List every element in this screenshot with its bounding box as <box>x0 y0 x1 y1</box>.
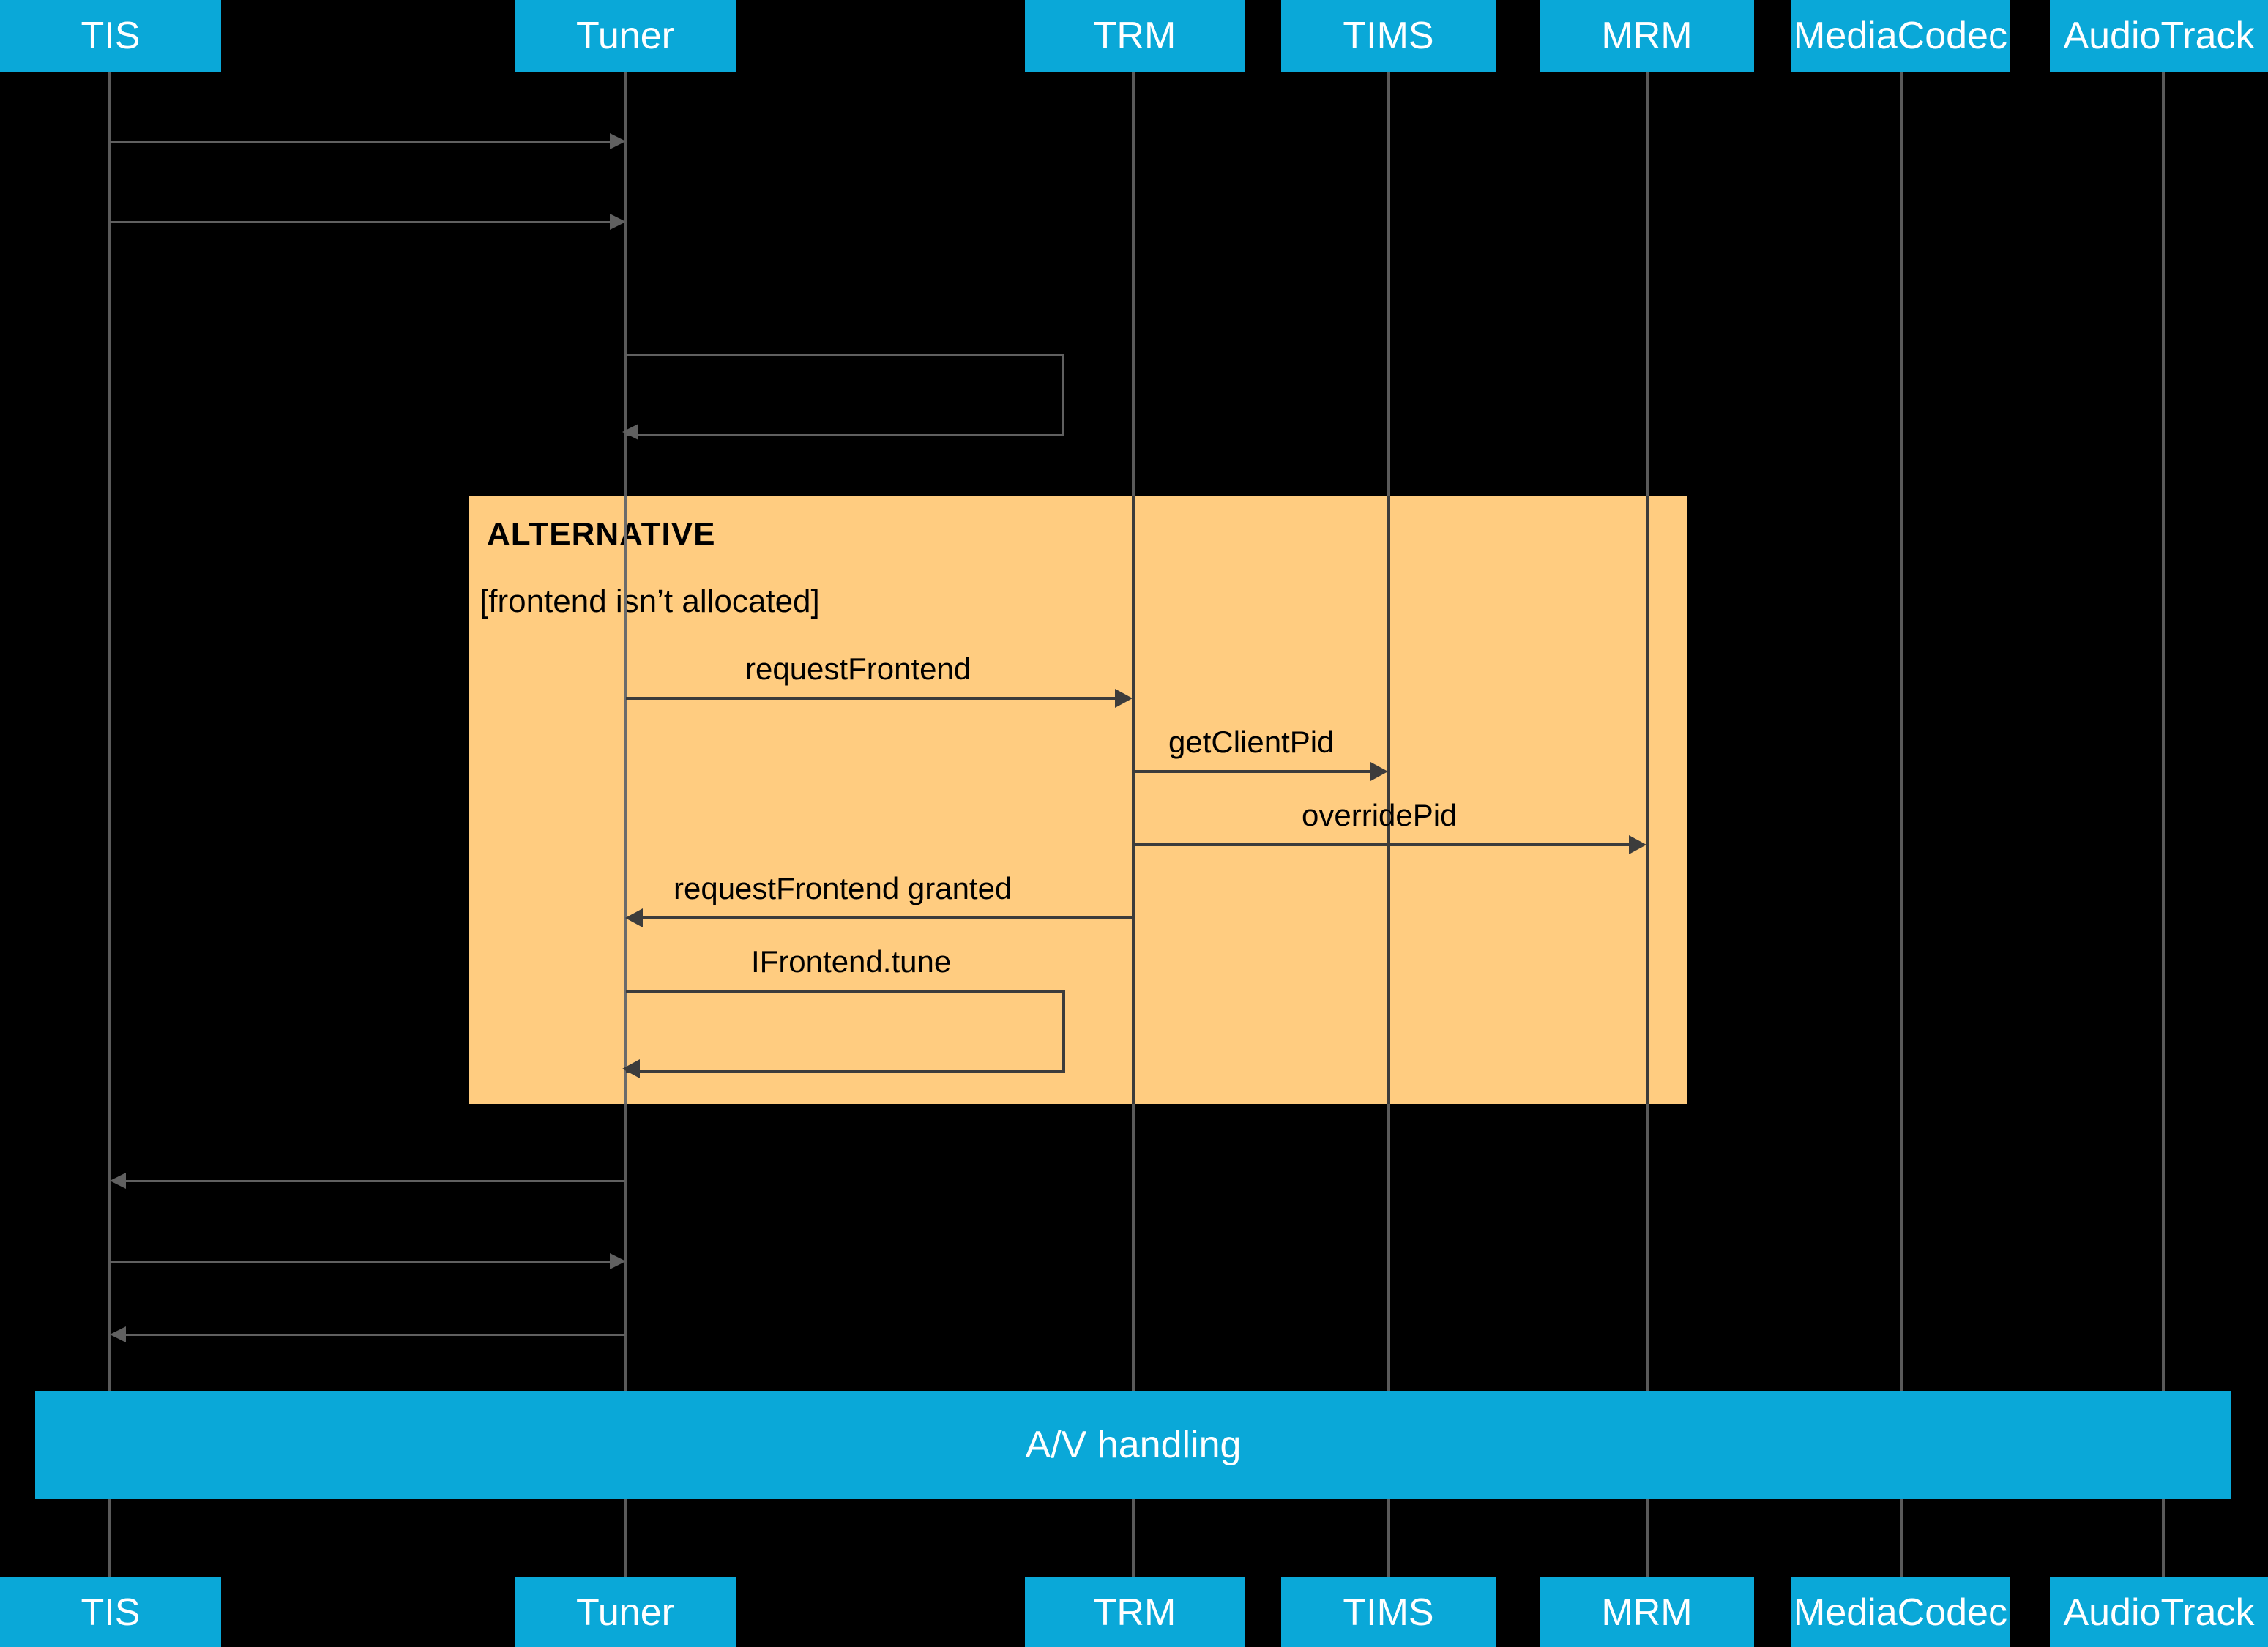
actor-label: AudioTrack <box>2063 15 2255 57</box>
message-line-m7 <box>643 916 1135 919</box>
message-arrowhead-m3 <box>622 424 638 440</box>
lifeline-trm-overlay <box>1132 496 1135 1104</box>
actor-footer-tuner[interactable]: Tuner <box>515 1577 736 1647</box>
message-arrowhead-m11 <box>110 1326 126 1342</box>
combined-fragment-alternative <box>469 496 1687 1104</box>
message-arrowhead-m6 <box>1629 835 1646 854</box>
message-line-m10 <box>110 1261 622 1263</box>
message-selfloop-m3 <box>626 354 1064 436</box>
actor-footer-tims[interactable]: TIMS <box>1281 1577 1496 1647</box>
actor-label: MRM <box>1601 1591 1693 1634</box>
message-arrowhead-m8 <box>622 1059 640 1078</box>
message-selfloop-m8 <box>626 990 1065 1073</box>
actor-footer-mrm[interactable]: MRM <box>1540 1577 1754 1647</box>
actor-footer-audiotrack[interactable]: AudioTrack <box>2050 1577 2268 1647</box>
actor-header-tuner[interactable]: Tuner <box>515 0 736 72</box>
message-line-m1 <box>110 141 622 143</box>
lifeline-tims-overlay <box>1387 496 1390 1104</box>
message-line-m5 <box>1133 770 1370 773</box>
message-line-m4 <box>626 697 1115 700</box>
actor-header-mediacodec[interactable]: MediaCodec <box>1791 0 2010 72</box>
lifeline-tuner-overlay <box>624 496 627 1104</box>
actor-label: TRM <box>1093 15 1176 57</box>
message-arrowhead-m1 <box>610 133 626 149</box>
actor-header-trm[interactable]: TRM <box>1025 0 1245 72</box>
lifeline-audiotrack <box>2162 72 2165 1577</box>
lifeline-tis <box>108 72 111 1577</box>
actor-label: TIMS <box>1343 15 1434 57</box>
message-line-m2 <box>110 221 622 223</box>
message-label-m5: getClientPid <box>1168 725 1335 759</box>
actor-label: MRM <box>1601 15 1693 57</box>
actor-label: MediaCodec <box>1794 1591 2007 1634</box>
actor-header-tis[interactable]: TIS <box>0 0 221 72</box>
av-handling-bar[interactable]: A/V handling <box>35 1391 2231 1499</box>
lifeline-mediacodec <box>1900 72 1903 1577</box>
actor-label: TRM <box>1093 1591 1176 1634</box>
actor-header-mrm[interactable]: MRM <box>1540 0 1754 72</box>
actor-label: MediaCodec <box>1794 15 2007 57</box>
message-line-m9 <box>126 1180 625 1182</box>
actor-label: TIS <box>81 1591 141 1634</box>
actor-label: TIMS <box>1343 1591 1434 1634</box>
actor-footer-tis[interactable]: TIS <box>0 1577 221 1647</box>
av-handling-label: A/V handling <box>1025 1424 1242 1466</box>
message-label-m8: IFrontend.tune <box>751 944 952 979</box>
message-label-m4: requestFrontend <box>745 651 971 686</box>
actor-label: Tuner <box>576 1591 674 1634</box>
message-arrowhead-m7 <box>625 908 643 927</box>
message-arrowhead-m5 <box>1370 762 1388 781</box>
message-arrowhead-m9 <box>110 1173 126 1189</box>
message-arrowhead-m2 <box>610 214 626 230</box>
actor-footer-mediacodec[interactable]: MediaCodec <box>1791 1577 2010 1647</box>
fragment-title: ALTERNATIVE <box>487 516 716 552</box>
actor-header-audiotrack[interactable]: AudioTrack <box>2050 0 2268 72</box>
message-arrowhead-m10 <box>610 1253 626 1269</box>
message-label-m7: requestFrontend granted <box>674 871 1012 905</box>
lifeline-mrm-overlay <box>1646 496 1649 1104</box>
actor-label: TIS <box>81 15 141 57</box>
message-line-m11 <box>126 1334 625 1336</box>
fragment-guard: [frontend isn’t allocated] <box>480 583 820 619</box>
actor-label: Tuner <box>576 15 674 57</box>
actor-header-tims[interactable]: TIMS <box>1281 0 1496 72</box>
actor-footer-trm[interactable]: TRM <box>1025 1577 1245 1647</box>
message-line-m6 <box>1133 843 1629 846</box>
message-label-m6: overridePid <box>1302 798 1458 832</box>
actor-label: AudioTrack <box>2063 1591 2255 1634</box>
message-arrowhead-m4 <box>1115 689 1133 708</box>
